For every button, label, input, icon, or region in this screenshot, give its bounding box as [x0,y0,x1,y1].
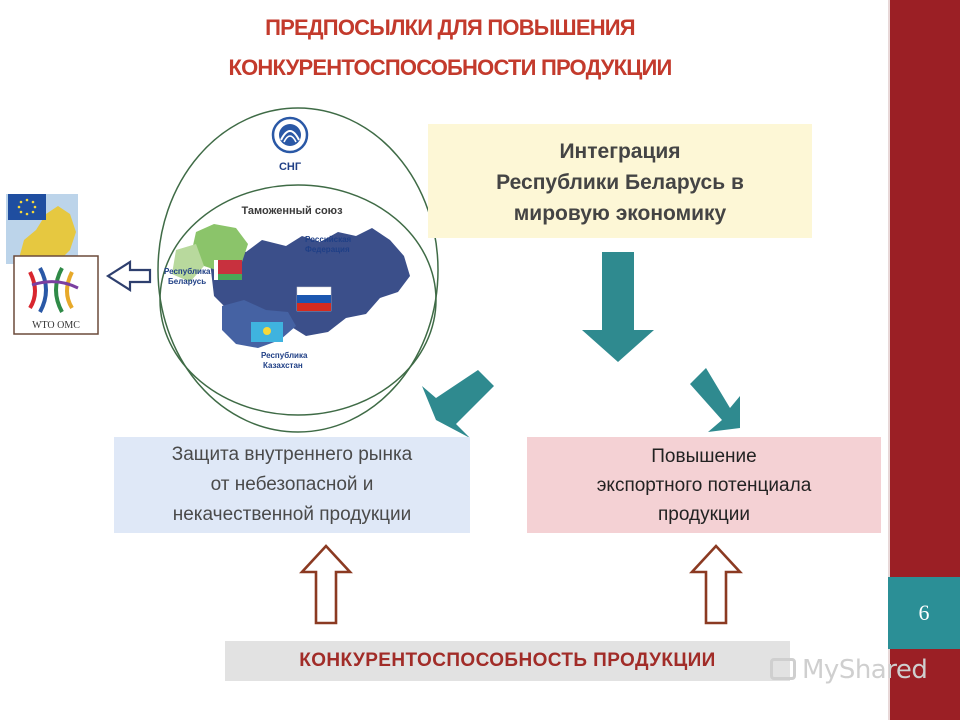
russia-label-2: Федерация [305,245,350,254]
slide-title: ПРЕДПОСЫЛКИ ДЛЯ ПОВЫШЕНИЯ КОНКУРЕНТОСПОС… [140,8,760,88]
kazakhstan-flag-icon [251,322,283,342]
watermark: MyShared [770,655,928,685]
wto-logo-text: WTO OMC [32,320,80,331]
belarus-label-1: Республика [164,267,211,276]
side-accent-divider [888,0,890,720]
export-potential-box: Повышение экспортного потенциала продукц… [527,437,881,533]
competitiveness-label: КОНКУРЕНТОСПОСОБНОСТЬ ПРОДУКЦИИ [299,650,716,671]
belarus-label-2: Беларусь [168,277,206,286]
cis-label: СНГ [279,161,302,173]
arrow-up-left-icon [299,544,353,625]
arrow-to-wto-icon [105,259,152,293]
belarus-flag-icon [214,260,242,280]
protection-line-3: некачественной продукции [172,504,412,525]
arrow-down-left-teal-icon [422,370,494,438]
russia-label-1: Российская [305,235,352,244]
arrow-down-teal-icon [582,252,654,362]
wto-logo-icon: WTO OMC [13,255,99,335]
export-line-1: Повышение [651,445,757,467]
russia-flag-icon [296,286,332,312]
title-line-1: ПРЕДПОСЫЛКИ ДЛЯ ПОВЫШЕНИЯ [265,15,635,40]
cis-emblem-icon [271,116,309,154]
kazakhstan-label-1: Республика [261,351,308,360]
market-protection-box: Защита внутреннего рынка от небезопасной… [114,437,470,533]
page-number: 6 [888,577,960,649]
title-line-2: КОНКУРЕНТОСПОСОБНОСТИ ПРОДУКЦИИ [228,55,672,80]
arrow-up-right-icon [689,544,743,625]
watermark-text: MyShared [802,655,928,685]
customs-union-ellipse [159,184,437,416]
arrow-down-right-teal-icon [690,368,740,432]
integration-line-3: мировую экономику [513,201,727,225]
watermark-logo-icon [770,658,796,680]
customs-union-label: Таможенный союз [241,205,343,217]
export-line-3: продукции [657,503,750,525]
eu-map-icon [6,194,78,264]
kazakhstan-label-2: Казахстан [263,361,303,370]
integration-line-2: Республики Беларусь в [496,170,744,194]
protection-line-2: от небезопасной и [210,474,374,495]
integration-box: Интеграция Республики Беларусь в мировую… [428,124,812,238]
protection-line-1: Защита внутреннего рынка [171,444,413,465]
export-line-2: экспортного потенциала [596,474,812,496]
competitiveness-box: КОНКУРЕНТОСПОСОБНОСТЬ ПРОДУКЦИИ [225,641,790,681]
integration-line-1: Интеграция [559,139,681,163]
